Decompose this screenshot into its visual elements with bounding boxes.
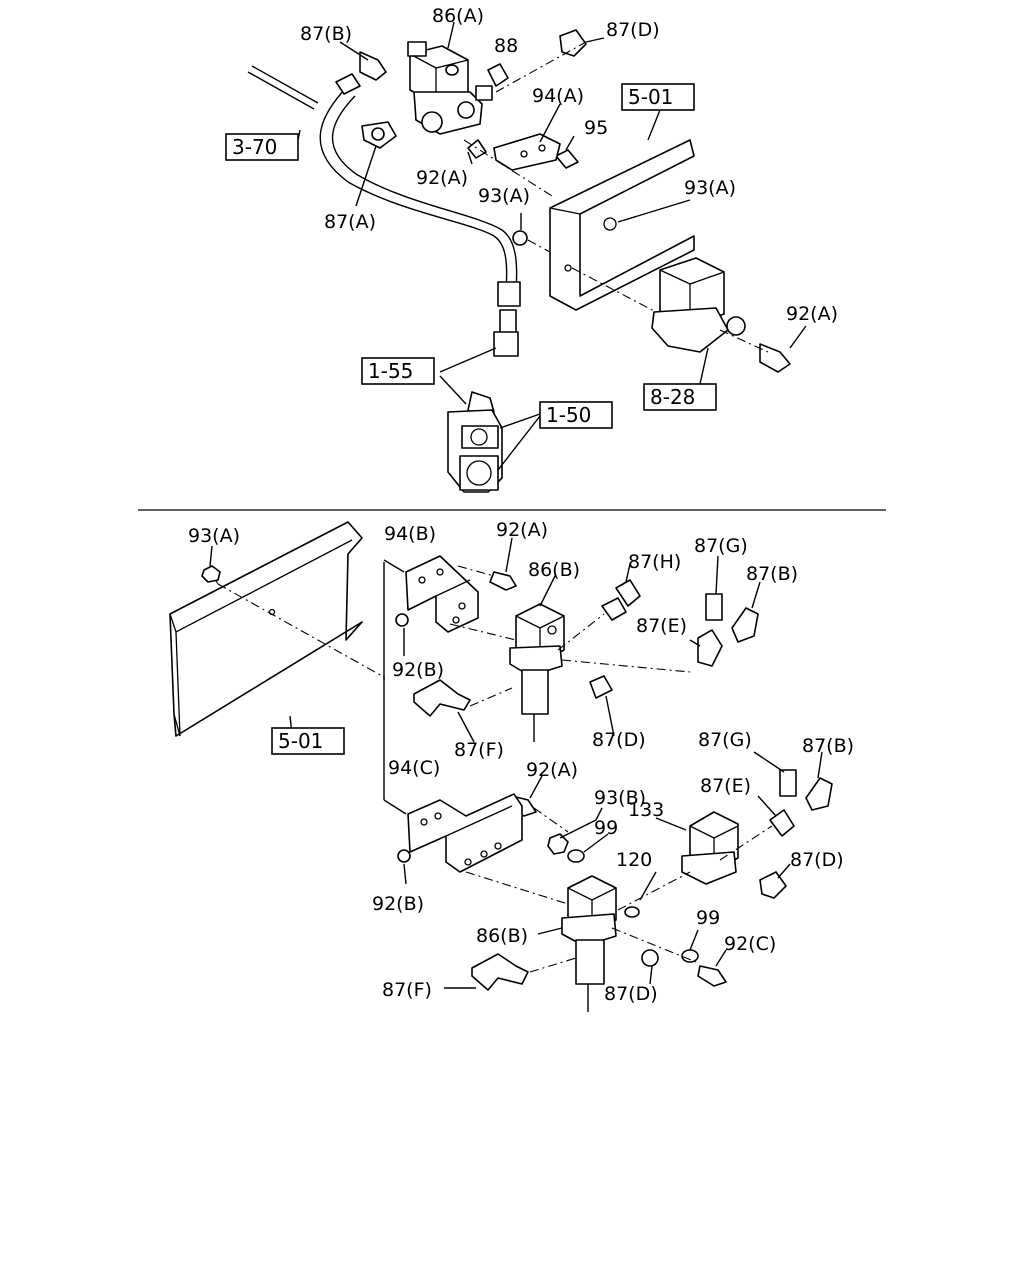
ref-5-01-bottom: 5-01 [278,729,323,753]
label-120: 120 [616,849,652,871]
leader-lines-bottom [209,537,823,989]
frame-panel-5-01 [549,139,695,311]
labels-bottom: 93(A) 94(B) 92(A) 86(B) 87(H) 87(G) 87(B… [188,519,854,1005]
label-87e-lower: 87(E) [700,775,751,797]
label-87e-upper: 87(E) [636,615,687,637]
label-133: 133 [628,799,664,821]
ref-box-5-01 [621,83,695,111]
label-87b-lower: 87(B) [802,735,854,757]
label-87b-upper: 87(B) [746,563,798,585]
label-87h: 87(H) [628,551,681,573]
label-88: 88 [494,35,518,57]
small-parts-lower [547,833,699,967]
solenoid-valve-86b-upper [509,603,565,742]
ref-box-3-70 [225,133,299,161]
leader-lines-top [297,21,807,471]
air-dryer-1-50 [447,391,503,493]
label-87f-lower: 87(F) [382,979,432,1001]
fittings-bottom-upper [413,579,759,717]
label-87d: 87(D) [606,19,660,41]
ref-3-70: 3-70 [232,135,277,159]
ref-1-55: 1-55 [368,359,413,383]
ref-box-5-01-bottom [271,727,345,755]
label-87f-upper: 87(F) [454,739,504,761]
nut-93a [201,565,221,583]
ref-box-1-55 [361,357,435,385]
bottom-section: 93(A) 94(B) 92(A) 86(B) 87(H) 87(G) 87(B… [169,519,854,1012]
label-92a-right: 92(A) [786,303,838,325]
bracket-94c [407,793,523,873]
bracket-94b [405,555,479,633]
ref-box-1-50 [539,401,613,429]
solenoid-valve-86b-lower [471,875,617,1012]
fittings-top [335,29,587,246]
ref-5-01: 5-01 [628,85,673,109]
label-92c: 92(C) [724,933,776,955]
label-92a-b1: 92(A) [496,519,548,541]
label-87d-right: 87(D) [790,849,844,871]
bracket-94a [493,133,561,171]
air-hose [247,65,521,357]
ref-1-50: 1-50 [546,403,591,427]
solenoid-valve-86a [407,41,493,135]
label-93a: 93(A) [188,525,240,547]
label-92a-top: 92(A) [416,167,468,189]
ref-8-28: 8-28 [650,385,695,409]
refs-bottom: 5-01 [271,727,345,755]
label-93a-right: 93(A) [684,177,736,199]
label-87b: 87(B) [300,23,352,45]
label-87d-lower: 87(D) [604,983,658,1005]
label-86a: 86(A) [432,5,484,27]
label-87d-upper: 87(D) [592,729,646,751]
label-95: 95 [584,117,608,139]
label-94c: 94(C) [388,757,440,779]
refs-top: 5-01 3-70 1-55 1-50 8-28 [225,83,717,429]
label-87g-upper: 87(G) [694,535,748,557]
label-93b: 93(B) [594,787,646,809]
label-92b-lower: 92(B) [372,893,424,915]
label-87a: 87(A) [324,211,376,233]
frame-rail-5-01 [169,521,383,737]
label-94a: 94(A) [532,85,584,107]
label-86b-lower: 86(B) [476,925,528,947]
valve-8-28 [651,257,791,373]
top-section: 86(A) 87(B) 88 87(D) 94(A) 95 92(A) 87(A… [225,5,838,493]
label-92b-upper: 92(B) [392,659,444,681]
label-93a-left: 93(A) [478,185,530,207]
label-87g-lower: 87(G) [698,729,752,751]
label-92a-b2: 92(A) [526,759,578,781]
label-99-upper: 99 [594,817,618,839]
label-94b: 94(B) [384,523,436,545]
label-86b-upper: 86(B) [528,559,580,581]
label-99-lower: 99 [696,907,720,929]
ref-box-8-28 [643,383,717,411]
labels-top: 86(A) 87(B) 88 87(D) 94(A) 95 92(A) 87(A… [300,5,838,325]
